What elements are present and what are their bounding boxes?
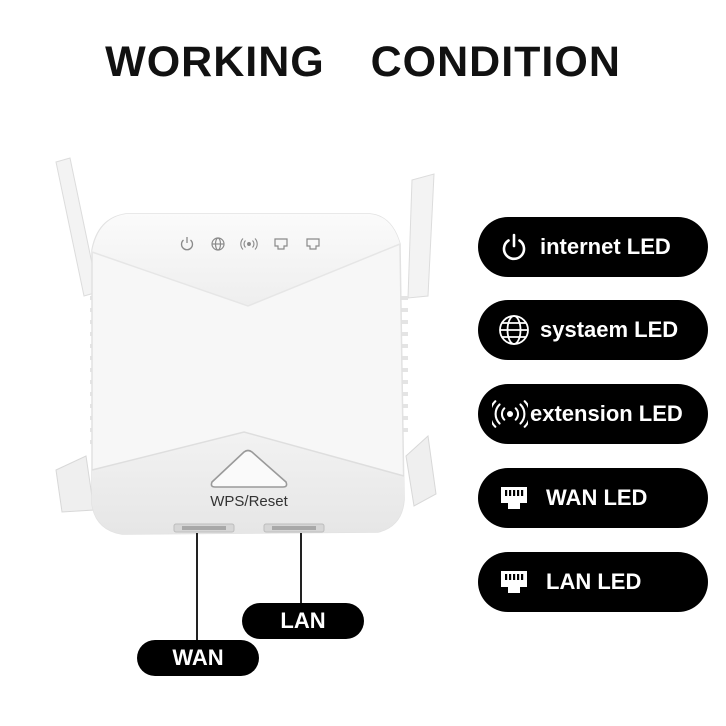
lan-port-label: LAN [242, 603, 364, 639]
panel-power-icon [180, 237, 194, 251]
extension-led-legend: extension LED [478, 384, 708, 444]
wan-port[interactable] [173, 523, 235, 533]
wan-led-legend: WAN LED [478, 468, 708, 528]
wan-leader-line [196, 533, 198, 641]
page-title: WORKING CONDITION [105, 38, 621, 86]
power-icon [496, 229, 532, 265]
ethernet-port-icon [496, 480, 532, 516]
wps-reset-label: WPS/Reset [210, 493, 288, 510]
internet-led-label: internet LED [540, 234, 671, 259]
antenna-bottom-left [55, 455, 95, 513]
lan-led-label: LAN LED [546, 569, 642, 594]
lan-leader-line [300, 533, 302, 605]
panel-wifi-signal-icon [240, 238, 258, 250]
lan-port[interactable] [263, 523, 325, 533]
panel-ethernet-port-icon [274, 238, 288, 250]
internet-led-legend: internet LED [478, 217, 708, 277]
globe-icon [496, 312, 532, 348]
extension-led-label: extension LED [530, 401, 683, 426]
panel-globe-icon [211, 237, 225, 251]
ethernet-port-icon [496, 564, 532, 600]
wan-led-label: WAN LED [546, 485, 648, 510]
antenna-top-right [407, 173, 435, 299]
wps-reset-button[interactable]: WPS/Reset [210, 449, 289, 511]
lan-led-legend: LAN LED [478, 552, 708, 612]
wifi-signal-icon [492, 396, 528, 432]
device-body [91, 213, 405, 535]
wan-port-label: WAN [137, 640, 259, 676]
antenna-bottom-right [405, 434, 437, 507]
system-led-legend: systaem LED [478, 300, 708, 360]
system-led-label: systaem LED [540, 317, 679, 342]
panel-ethernet-port-icon [306, 238, 320, 250]
